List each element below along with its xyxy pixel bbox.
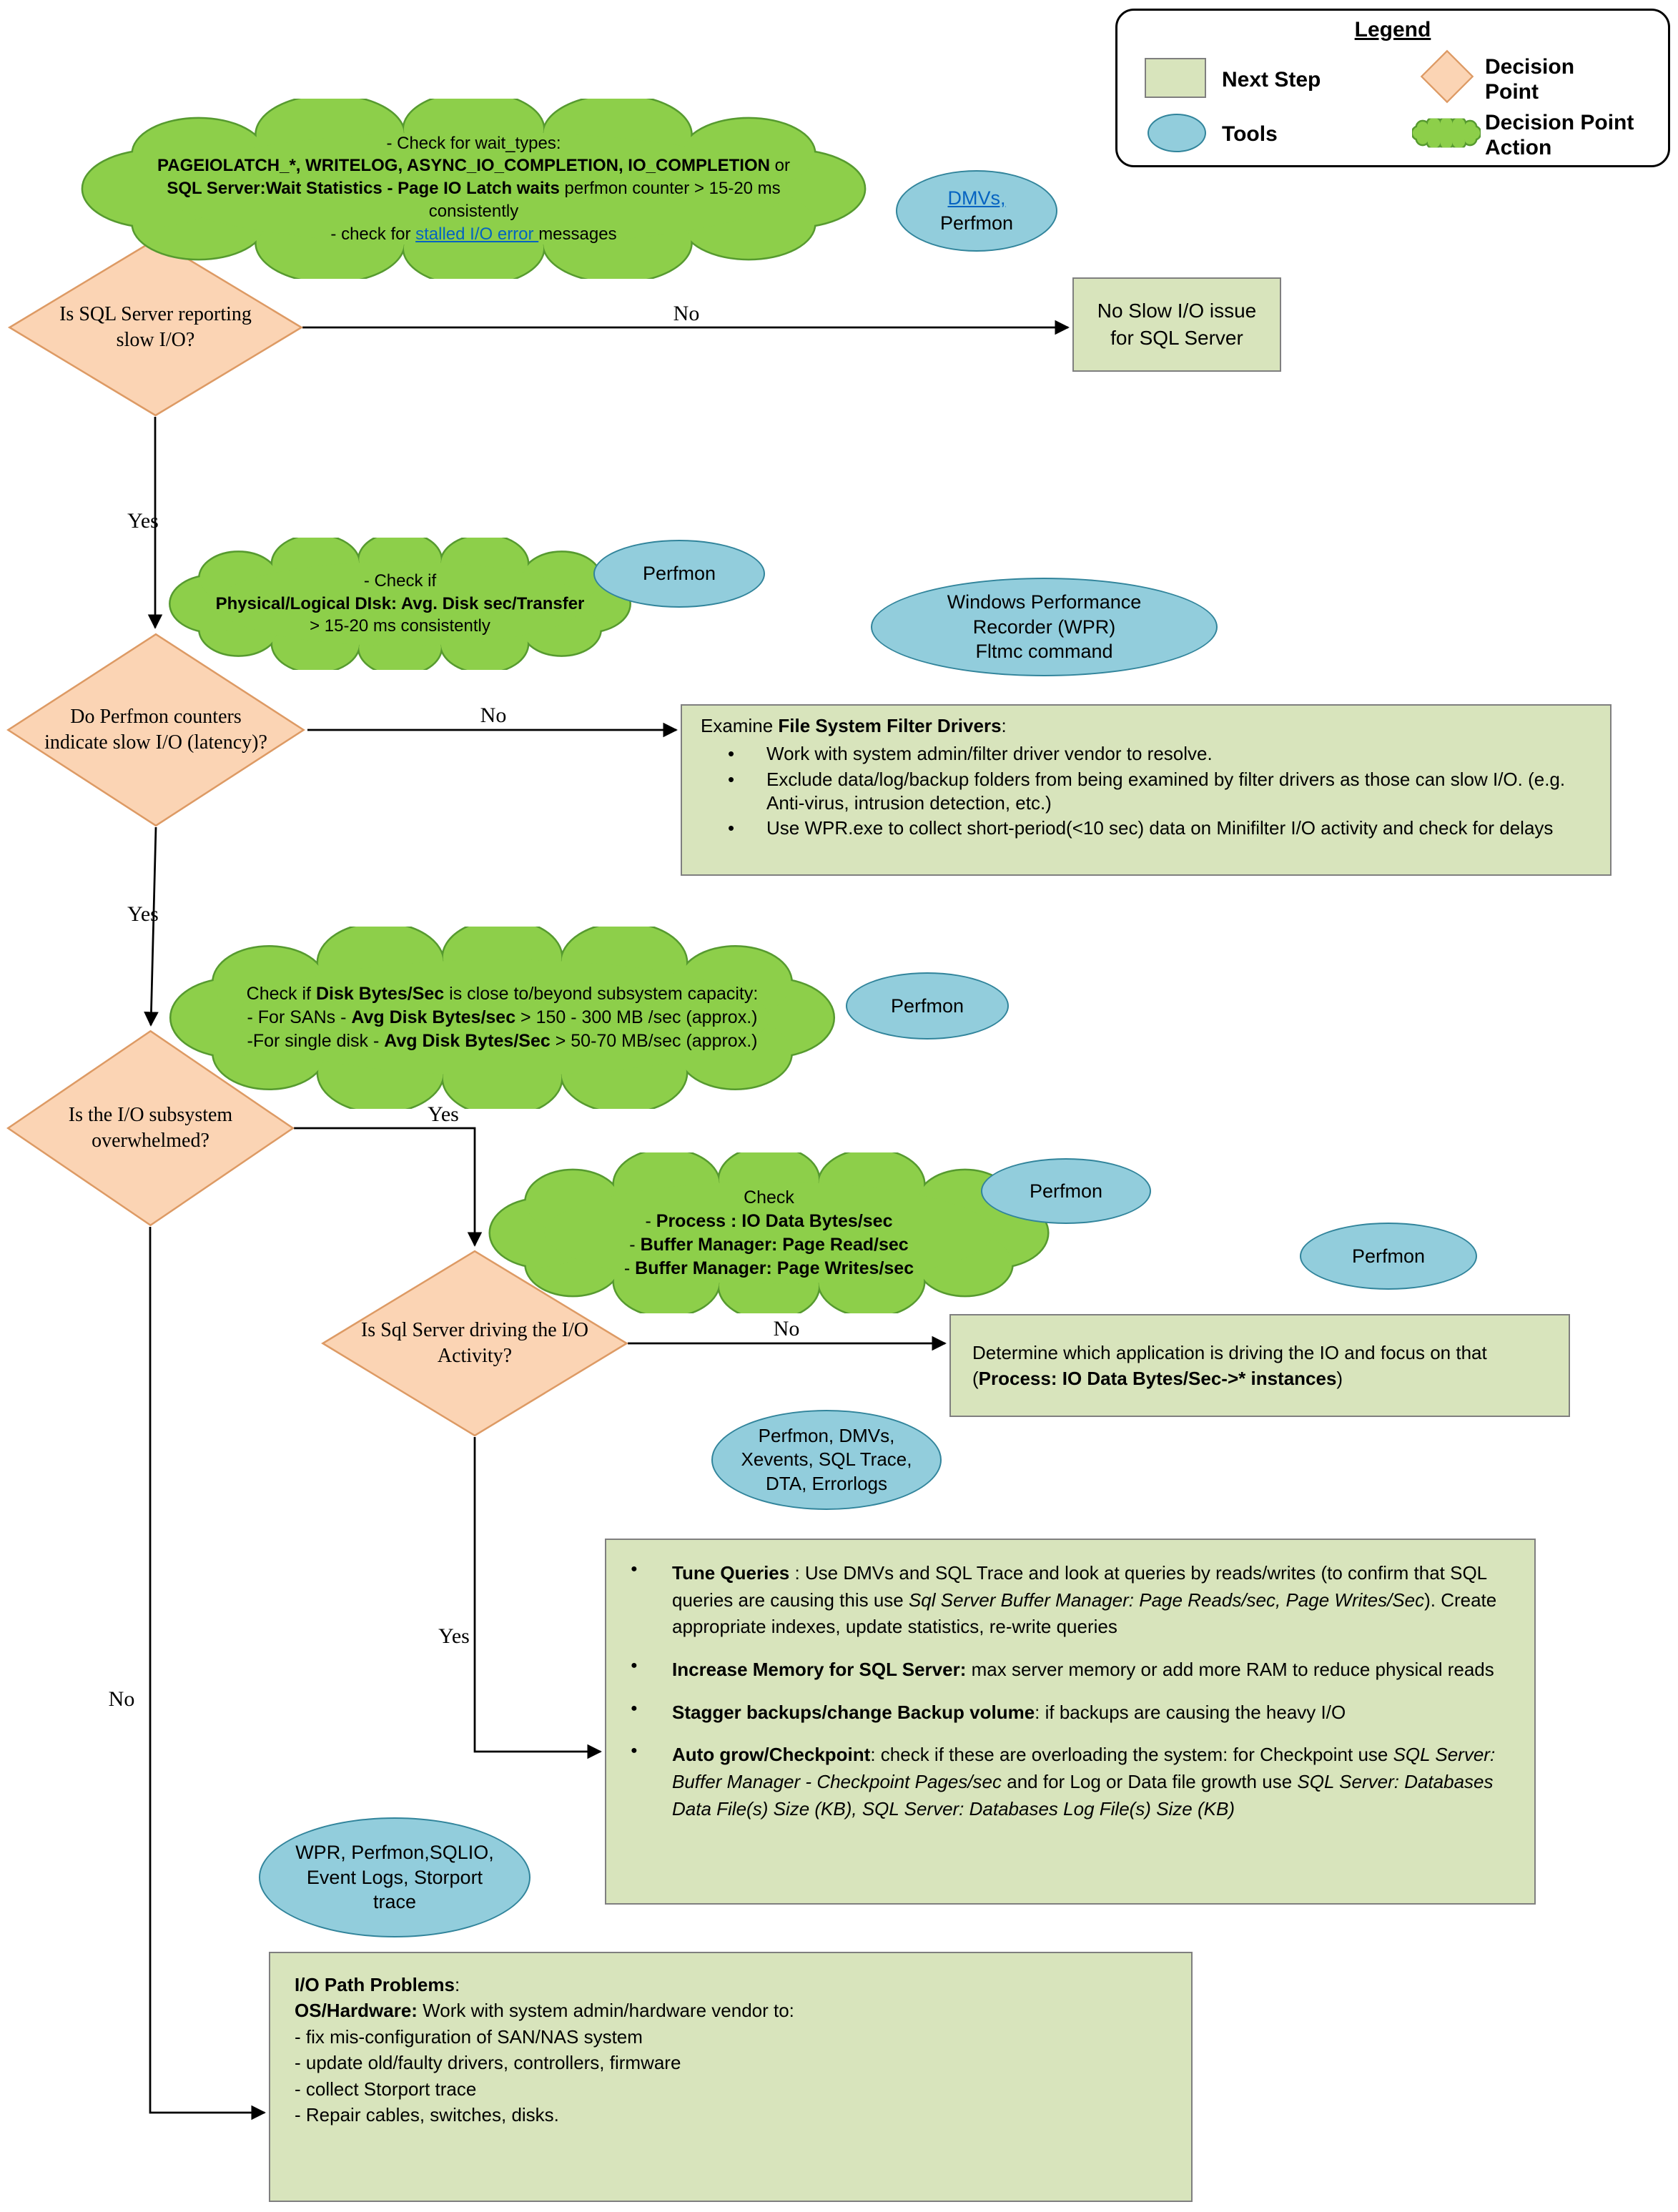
edge-label-d1-no: No [673, 302, 700, 325]
cloud-line: -For single disk - Avg Disk Bytes/Sec > … [247, 1031, 758, 1051]
tool-text: Perfmon [1029, 1180, 1103, 1202]
tool-wpr-fltmc: Windows Performance Recorder (WPR) Fltmc… [871, 578, 1218, 676]
legend-label-next-step: Next Step [1222, 68, 1321, 92]
action-check-wait-types: - Check for wait_types: PAGEIOLATCH_*, W… [75, 99, 872, 279]
edge-label-d3-yes: Yes [428, 1102, 459, 1126]
decision-sql-reporting-slow-io: Is SQL Server reporting slow I/O? [7, 238, 304, 417]
filter-drivers-bullet: Use WPR.exe to collect short-period(<10 … [701, 816, 1591, 841]
next-step-filter-drivers: Examine File System Filter Drivers: Work… [681, 704, 1612, 876]
arrow-d3-yes [294, 1127, 483, 1247]
next-step-tune-queries: Tune Queries : Use DMVs and SQL Trace an… [605, 1539, 1536, 1905]
tool-text: Perfmon [890, 994, 964, 1017]
cloud-line: - Buffer Manager: Page Read/sec [629, 1234, 909, 1255]
decision-perfmon-latency: Do Perfmon counters indicate slow I/O (l… [6, 633, 306, 827]
edge-label-d3-no: No [108, 1687, 135, 1711]
io-path-line: I/O Path Problems: [295, 1974, 460, 1995]
action-check-disk-sec-transfer: - Check if Physical/Logical DIsk: Avg. D… [166, 538, 634, 670]
legend-label-decision-point-action: Decision Point Action [1485, 111, 1634, 159]
tool-text: Perfmon [1351, 1245, 1426, 1267]
filter-drivers-bullet-list: Work with system admin/filter driver ven… [701, 742, 1591, 840]
tool-storport-tools: WPR, Perfmon,SQLIO, Event Logs, Storport… [259, 1817, 530, 1937]
next-step-determine-app: Determine which application is driving t… [949, 1314, 1570, 1417]
dmvs-link[interactable]: DMVs, [947, 187, 1006, 209]
tool-text: WPR, Perfmon,SQLIO, [295, 1842, 494, 1864]
tune-bullet: Tune Queries : Use DMVs and SQL Trace an… [621, 1560, 1506, 1641]
tool-dmvs-perfmon: DMVs, Perfmon [896, 170, 1057, 252]
tune-bullet: Stagger backups/change Backup volume: if… [621, 1699, 1506, 1727]
diamond-shape [7, 238, 304, 417]
io-path-line: - update old/faulty drivers, controllers… [295, 2052, 681, 2074]
cloud-line stalled-io-error-link[interactable]: - check for stalled I/O error messages [330, 224, 617, 244]
cloud-line: > 15-20 ms consistently [310, 616, 490, 636]
legend-label-tools: Tools [1222, 122, 1278, 146]
decision-point-swatch [1420, 49, 1474, 104]
edge-label-d4-yes: Yes [438, 1624, 470, 1648]
decision-text: Is the I/O subsystem overwhelmed? [68, 1103, 233, 1152]
tool-text: trace [372, 1891, 417, 1913]
tool-text: Fltmc command [975, 641, 1113, 663]
tool-text: Perfmon [642, 563, 716, 585]
tool-trace-tools: Perfmon, DMVs, Xevents, SQL Trace, DTA, … [711, 1410, 942, 1510]
io-path-line: - Repair cables, switches, disks. [295, 2103, 559, 2125]
cloud-line: PAGEIOLATCH_*, WRITELOG, ASYNC_IO_COMPLE… [157, 156, 790, 176]
cloud-line: Physical/Logical DIsk: Avg. Disk sec/Tra… [215, 593, 585, 613]
tool-text: DTA, Errorlogs [766, 1472, 887, 1494]
tool-perfmon-1: Perfmon [593, 540, 765, 608]
legend: Legend Next Step Decision Point Tools De… [1115, 9, 1670, 167]
next-step-swatch [1145, 58, 1206, 98]
decision-text: Is Sql Server driving the I/O Activity? [360, 1318, 589, 1367]
tool-text: Xevents, SQL Trace, [741, 1448, 912, 1471]
action-check-disk-bytes: Check if Disk Bytes/Sec is close to/beyo… [164, 927, 840, 1109]
filter-drivers-bullet: Exclude data/log/backup folders from bei… [701, 768, 1591, 816]
tool-perfmon-2: Perfmon [846, 972, 1009, 1040]
diamond-shape [6, 633, 306, 827]
legend-label-decision-point: Decision Point [1485, 55, 1575, 104]
next-step-io-path-problems: I/O Path Problems: OS/Hardware: Work wit… [269, 1952, 1193, 2202]
edge-label-d2-yes: Yes [127, 902, 159, 926]
edge-label-d4-no: No [773, 1317, 800, 1340]
decision-text: Is SQL Server reporting slow I/O? [59, 302, 252, 351]
cloud-line: - Buffer Manager: Page Writes/sec [623, 1258, 914, 1278]
io-path-line: - fix mis-configuration of SAN/NAS syste… [295, 2025, 643, 2048]
cloud-line: - Process : IO Data Bytes/sec [645, 1210, 893, 1231]
action-check-io-counters: Check - Process : IO Data Bytes/sec - Bu… [485, 1152, 1053, 1313]
tune-bullet-list: Tune Queries : Use DMVs and SQL Trace an… [621, 1560, 1506, 1823]
decision-io-subsystem-overwhelmed: Is the I/O subsystem overwhelmed? [6, 1030, 295, 1227]
io-path-line: - collect Storport trace [295, 2078, 477, 2100]
diamond-shape [6, 1030, 295, 1227]
tune-bullet: Auto grow/Checkpoint: check if these are… [621, 1742, 1506, 1822]
io-path-line: OS/Hardware: Work with system admin/hard… [295, 2000, 794, 2022]
tool-text: Windows Performance [947, 591, 1142, 613]
decision-text: Do Perfmon counters indicate slow I/O (l… [44, 705, 267, 754]
tool-perfmon-4: Perfmon [1300, 1223, 1477, 1290]
cloud-line: - For SANs - Avg Disk Bytes/sec > 150 - … [247, 1007, 758, 1027]
tune-bullet: Increase Memory for SQL Server: max serv… [621, 1656, 1506, 1684]
determine-app-text: Determine which application is driving t… [972, 1341, 1487, 1389]
cloud-line: Check [744, 1187, 794, 1208]
tool-perfmon-3: Perfmon [981, 1158, 1151, 1224]
cloud-line: SQL Server:Wait Statistics - Page IO Lat… [167, 179, 781, 199]
legend-title: Legend [1354, 18, 1431, 41]
tool-text: Recorder (WPR) [972, 616, 1116, 638]
diamond-shape [320, 1250, 629, 1437]
tools-swatch [1148, 114, 1206, 152]
cloud-line: Check if Disk Bytes/Sec is close to/beyo… [246, 984, 759, 1004]
filter-drivers-title: Examine File System Filter Drivers: [701, 715, 1007, 736]
next-step-no-slow-io: No Slow I/O issue for SQL Server [1072, 277, 1281, 372]
decision-sql-driving-io: Is Sql Server driving the I/O Activity? [320, 1250, 629, 1437]
cloud-line: - Check if [363, 571, 437, 591]
tool-text: Perfmon [939, 212, 1014, 234]
cloud-line: - Check for wait_types: [386, 133, 561, 153]
tool-text: Perfmon, DMVs, [758, 1425, 895, 1447]
edge-label-d2-no: No [480, 703, 507, 727]
edge-label-d1-yes: Yes [127, 509, 159, 533]
no-slow-io-text: No Slow I/O issue for SQL Server [1097, 300, 1257, 349]
arrow-d4-yes [473, 1437, 602, 1759]
filter-drivers-bullet: Work with system admin/filter driver ven… [701, 742, 1591, 766]
decision-point-action-swatch [1412, 118, 1481, 148]
tool-text: Event Logs, Storport [306, 1866, 483, 1888]
cloud-line: consistently [428, 201, 519, 221]
arrow-d3-no [149, 1227, 266, 2120]
